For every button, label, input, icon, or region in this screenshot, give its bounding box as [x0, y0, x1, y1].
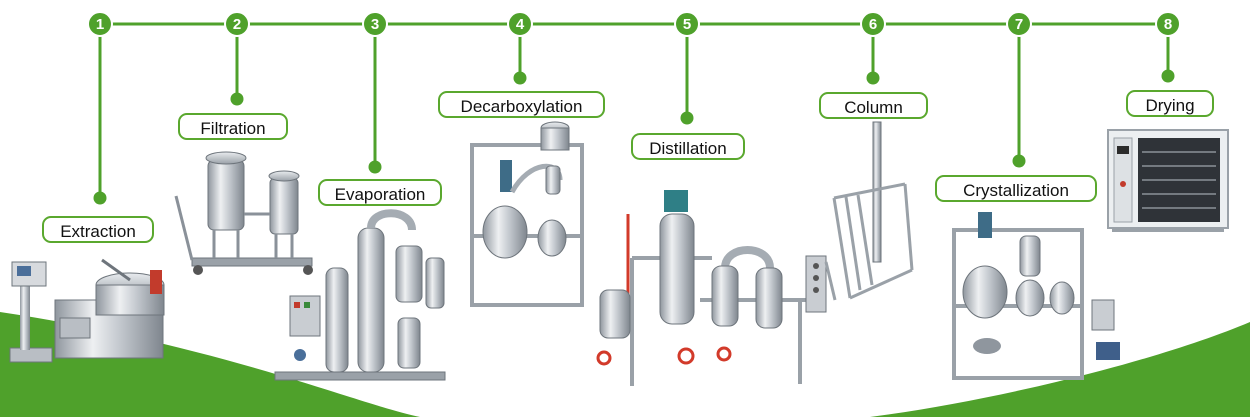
step-8-badge: 8 — [1155, 11, 1181, 37]
step-4-number: 4 — [516, 16, 525, 33]
distillation-system-image — [596, 190, 827, 386]
step-2-number: 2 — [233, 16, 241, 33]
step-5-badge: 5 — [674, 11, 700, 37]
step-3-badge: 3 — [362, 11, 388, 37]
step-5-label: Distillation — [631, 133, 745, 160]
evaporation-system-image — [274, 209, 446, 381]
step-4-label: Decarboxylation — [438, 91, 605, 118]
crystallization-system-image — [952, 212, 1120, 380]
step-1-number: 1 — [96, 16, 104, 33]
green-wave-right — [870, 322, 1250, 417]
step-4-badge: 4 — [507, 11, 533, 37]
step-6-number: 6 — [869, 16, 877, 33]
step-5-number: 5 — [683, 16, 691, 33]
step-2-badge: 2 — [224, 11, 250, 37]
step-3-number: 3 — [371, 16, 379, 33]
column-image — [824, 121, 914, 301]
step-2-label: Filtration — [178, 113, 288, 140]
extraction-machine-image — [9, 258, 165, 363]
step-6-badge: 6 — [860, 11, 886, 37]
step-7-label: Crystallization — [935, 175, 1097, 202]
step-7-number: 7 — [1015, 16, 1023, 33]
drying-oven-image — [1107, 129, 1229, 232]
filtration-unit-image — [174, 151, 313, 275]
decarboxylation-reactor-image — [470, 121, 584, 307]
step-6-label: Column — [819, 92, 928, 119]
step-1-badge: 1 — [87, 11, 113, 37]
step-8-label: Drying — [1126, 90, 1214, 117]
step-3-label: Evaporation — [318, 179, 442, 206]
step-7-badge: 7 — [1006, 11, 1032, 37]
step-1-label: Extraction — [42, 216, 154, 243]
step-8-number: 8 — [1164, 16, 1172, 33]
